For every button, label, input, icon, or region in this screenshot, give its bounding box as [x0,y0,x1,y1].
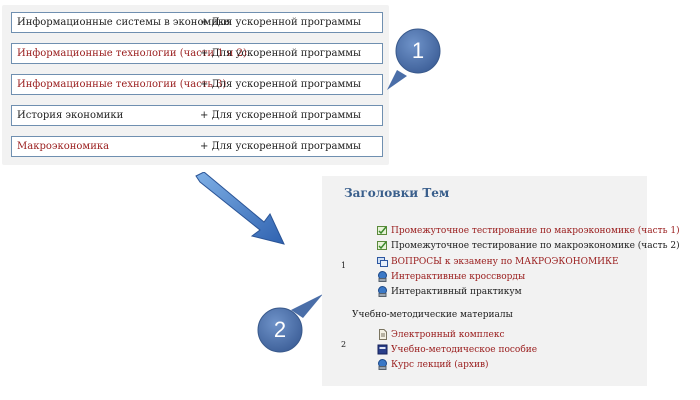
course-title: История экономики [17,110,124,121]
section-number: 2 [341,340,347,349]
course-title[interactable]: Информационные технологии (части 1 и 2) [17,48,247,59]
accelerated-program-link[interactable]: + Для ускоренной программы [200,110,362,121]
resource-link[interactable]: ВОПРОСЫ к экзамену по МАКРОЭКОНОМИКЕ [391,256,619,267]
course-title[interactable]: Макроэкономика [17,141,110,152]
course-row[interactable]: Информационные технологии (части 1 и 2) … [11,43,383,64]
callout-bubble-icon [387,28,441,90]
accelerated-program-link[interactable]: + Для ускоренной программы [200,17,362,28]
hotpot-icon [377,271,388,282]
resource-link[interactable]: Интерактивные кроссворды [391,271,526,282]
callout-bubble-icon [257,294,323,353]
book-icon [377,344,388,355]
callout-1: 1 [385,26,443,92]
course-title[interactable]: Информационные технологии (часть 3) [17,79,227,90]
callout-2: 2 [251,292,325,354]
course-row[interactable]: Макроэкономика + Для ускоренной программ… [11,136,383,157]
resource-link[interactable]: Учебно-методическое пособие [391,344,538,355]
resource-link[interactable]: Промежуточное тестирование по макроэконо… [391,240,680,251]
arrow-icon [195,172,285,245]
course-list-panel: Информационные системы в экономике + Для… [2,5,389,165]
topics-panel: Заголовки Тем 1 Промежуточное тестирован… [322,176,680,386]
accelerated-program-link[interactable]: + Для ускоренной программы [200,141,362,152]
hotpot-icon [377,359,388,370]
file-icon [377,329,388,340]
resource-item[interactable]: ВОПРОСЫ к экзамену по МАКРОЭКОНОМИКЕ [377,255,619,268]
resource-link[interactable]: Курс лекций (архив) [391,359,489,370]
resource-item[interactable]: Интерактивные кроссворды [377,270,525,283]
forum-icon [377,256,388,267]
accelerated-program-link[interactable]: + Для ускоренной программы [200,79,362,90]
callout-number: 1 [411,38,425,63]
accelerated-program-link[interactable]: + Для ускоренной программы [200,48,362,59]
quiz-icon [377,225,388,236]
course-row[interactable]: История экономики + Для ускоренной прогр… [11,105,383,126]
resource-item[interactable]: Электронный комплекс [377,328,504,341]
quiz-icon [377,240,388,251]
resource-link[interactable]: Промежуточное тестирование по макроэконо… [391,225,680,236]
resource-item[interactable]: Промежуточное тестирование по макроэконо… [377,239,680,252]
section-number: 1 [341,261,347,270]
section-header: Учебно-методические материалы [352,310,513,320]
resource-item[interactable]: Промежуточное тестирование по макроэконо… [377,224,680,237]
course-title: Информационные системы в экономике [17,17,231,28]
resource-item[interactable]: Интерактивный практикум [377,285,522,298]
topics-title: Заголовки Тем [344,186,450,200]
resource-link[interactable]: Интерактивный практикум [391,286,522,297]
callout-number: 2 [273,317,287,342]
course-row[interactable]: Информационные технологии (часть 3) + Дл… [11,74,383,95]
hotpot-icon [377,286,388,297]
resource-item[interactable]: Курс лекций (архив) [377,358,489,371]
resource-item[interactable]: Учебно-методическое пособие [377,343,537,356]
course-row[interactable]: Информационные системы в экономике + Для… [11,12,383,33]
resource-link[interactable]: Электронный комплекс [391,329,505,340]
